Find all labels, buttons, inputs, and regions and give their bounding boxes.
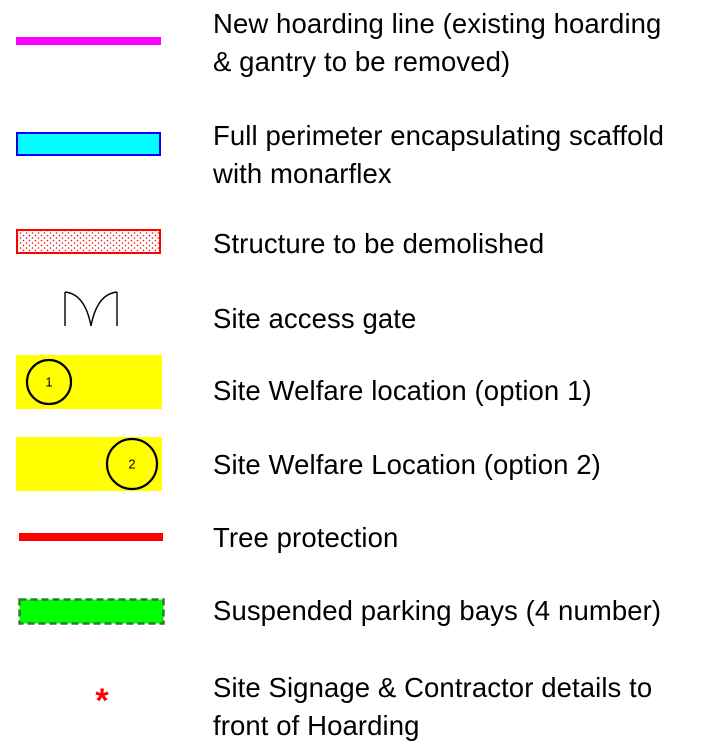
legend-label-demolish: Structure to be demolished xyxy=(213,228,545,259)
welfare-badge-1: 1 xyxy=(45,375,52,390)
yellow-circle-1-icon: 1 xyxy=(16,355,162,409)
legend-label-signage: Site Signage & Contractor details to fro… xyxy=(213,669,713,745)
legend-label-line: New hoarding line (existing hoarding xyxy=(213,8,662,39)
legend-label-welfare-2: Site Welfare Location (option 2) xyxy=(213,449,601,480)
legend-label-line: with monarflex xyxy=(213,158,392,189)
legend-label-line: front of Hoarding xyxy=(213,710,420,741)
red-line-icon xyxy=(19,533,163,541)
legend-label-gate: Site access gate xyxy=(213,303,417,334)
legend-label-line: & gantry to be removed) xyxy=(213,46,511,77)
gate-icon xyxy=(64,291,118,327)
welfare-badge-2: 2 xyxy=(128,457,135,472)
legend-label-tree: Tree protection xyxy=(213,522,399,553)
legend-label-line: Full perimeter encapsulating scaffold xyxy=(213,120,665,151)
cyan-box-icon xyxy=(16,132,161,156)
dotted-red-box-icon xyxy=(16,229,161,254)
yellow-circle-2-icon: 2 xyxy=(16,437,162,491)
legend-label-hoarding: New hoarding line (existing hoarding & g… xyxy=(213,5,713,81)
legend-label-welfare-1: Site Welfare location (option 1) xyxy=(213,375,592,406)
asterisk-icon: * xyxy=(95,682,109,720)
green-dashed-box-icon xyxy=(18,598,165,625)
legend-label-parking: Suspended parking bays (4 number) xyxy=(213,595,662,626)
magenta-line-icon xyxy=(16,37,161,45)
legend-label-scaffold: Full perimeter encapsulating scaffold wi… xyxy=(213,117,713,193)
legend-label-line: Site Signage & Contractor details to xyxy=(213,672,653,703)
